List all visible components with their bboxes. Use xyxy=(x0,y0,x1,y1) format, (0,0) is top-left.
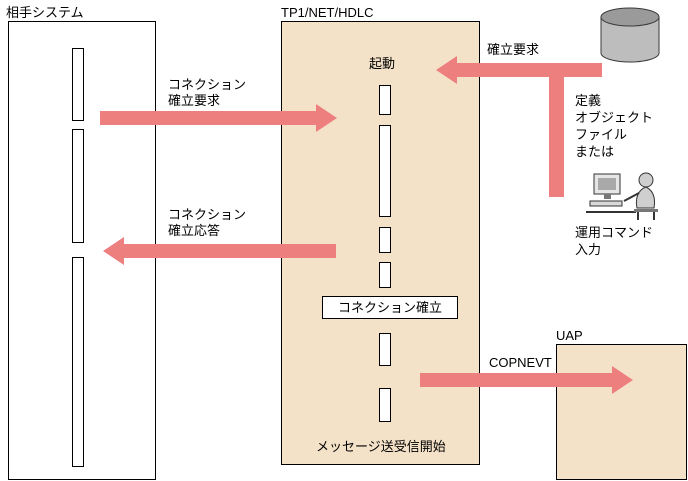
command-input-label-line2: 入力 xyxy=(575,242,602,257)
process-bar xyxy=(379,227,391,253)
copnevt-label: COPNEVT xyxy=(489,355,552,370)
operator-terminal-icon xyxy=(586,172,658,220)
process-bar xyxy=(72,129,84,243)
conn-response-label-line2: 確立応答 xyxy=(168,223,221,238)
conn-request-arrow xyxy=(100,111,316,125)
establish-request-arrowhead-icon xyxy=(436,56,457,84)
conn-request-label-line2: 確立要求 xyxy=(168,93,221,108)
establish-request-label: 確立要求 xyxy=(487,42,540,57)
tp1-title-label: TP1/NET/HDLC xyxy=(281,5,374,20)
establish-request-arrow-horizontal xyxy=(457,63,602,77)
uap-box xyxy=(556,344,687,480)
conn-request-arrowhead-icon xyxy=(316,104,337,132)
startup-label: 起動 xyxy=(369,56,396,71)
copnevt-arrow xyxy=(420,373,612,387)
command-input-label-line1: 運用コマンド xyxy=(575,225,654,240)
process-bar xyxy=(379,125,391,217)
process-bar xyxy=(379,388,391,422)
definition-file-label-line1: 定義 xyxy=(575,93,602,108)
conn-response-arrow xyxy=(124,244,336,258)
process-bar xyxy=(379,85,391,115)
definition-file-label-line3: ファイル xyxy=(575,127,628,142)
partner-system-label: 相手システム xyxy=(6,5,84,20)
message-start-label: メッセージ送受信開始 xyxy=(316,439,446,454)
uap-label: UAP xyxy=(556,328,583,343)
database-cylinder-icon xyxy=(600,7,660,63)
process-bar xyxy=(379,333,391,366)
copnevt-arrowhead-icon xyxy=(612,366,633,394)
conn-request-label-line1: コネクション xyxy=(168,77,247,92)
definition-file-label-line4: または xyxy=(575,144,615,159)
process-bar xyxy=(72,48,84,121)
process-bar xyxy=(379,262,391,288)
establish-request-arrow-vertical xyxy=(549,63,564,197)
connection-established-box: コネクション確立 xyxy=(322,296,458,319)
process-bar xyxy=(72,257,84,467)
definition-file-label-line2: オブジェクト xyxy=(575,110,654,125)
conn-response-label-line1: コネクション xyxy=(168,207,247,222)
conn-response-arrowhead-icon xyxy=(103,237,124,265)
